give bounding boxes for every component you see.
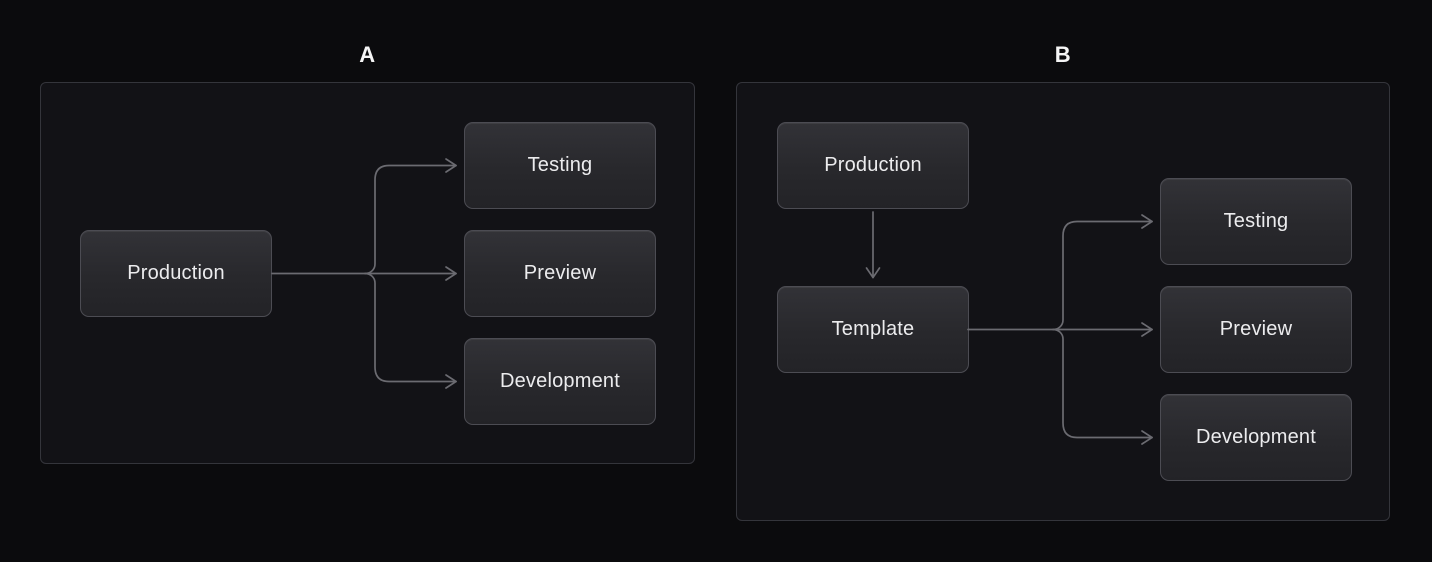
node-testing-b-label: Testing (1223, 210, 1289, 232)
node-preview-b-label: Preview (1219, 318, 1293, 340)
node-testing-a-label: Testing (527, 154, 593, 176)
node-development-a: Development (464, 338, 656, 425)
node-production-a-label: Production (127, 262, 225, 284)
node-development-a-label: Development (499, 370, 621, 392)
node-production-b: Production (777, 122, 969, 209)
figure-b-label: B (1054, 42, 1072, 67)
node-development-b: Development (1160, 394, 1352, 481)
node-development-b-label: Development (1195, 426, 1317, 448)
node-preview-a: Preview (464, 230, 656, 317)
node-production-a: Production (80, 230, 272, 317)
node-testing-a: Testing (464, 122, 656, 209)
figure-a-label: A (359, 42, 376, 67)
node-template-b-label: Template (831, 318, 915, 340)
node-production-b-label: Production (824, 154, 922, 176)
node-template-b: Template (777, 286, 969, 373)
node-preview-b: Preview (1160, 286, 1352, 373)
node-testing-b: Testing (1160, 178, 1352, 265)
node-preview-a-label: Preview (523, 262, 597, 284)
